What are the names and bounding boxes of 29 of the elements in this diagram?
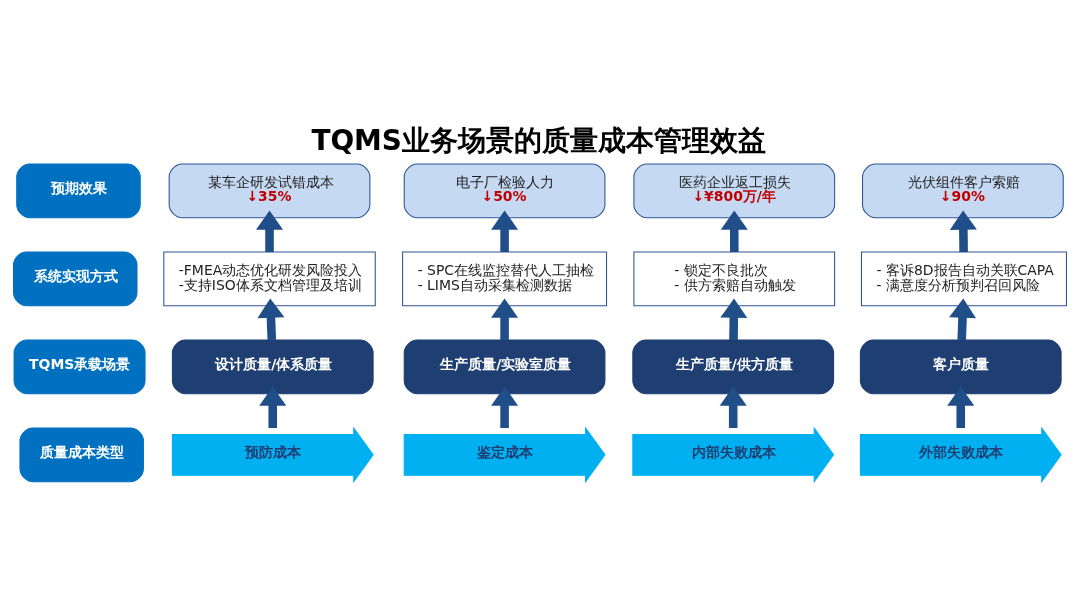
node-box: 光伏组件客户索赔 ↓90%	[862, 162, 1064, 218]
node-box: 某车企研发试错成本 ↓35%	[168, 162, 371, 218]
node-box: 设计质量/体系质量	[171, 339, 374, 394]
node-box: 客户质量	[859, 339, 1062, 394]
arrow	[949, 297, 977, 340]
node-box: 预期效果	[16, 162, 141, 218]
arrow	[719, 385, 747, 428]
node-box: - 客诉8D报告自动关联CAPA - 满意度分析预判召回风险	[860, 251, 1067, 306]
node-box: 系统实现方式	[13, 251, 138, 306]
node-box: 医药企业返工损失 ↓¥800万/年	[633, 162, 836, 218]
node-box: 生产质量/供方质量	[632, 339, 835, 394]
arrow	[720, 297, 748, 340]
arrow	[720, 209, 748, 252]
node-box: 电子厂检验人力 ↓50%	[403, 162, 606, 218]
node-box: - 锁定不良批次 - 供方索赔自动触发	[633, 251, 836, 306]
arrow	[491, 209, 519, 252]
node-box: TQMS承载场景	[13, 339, 146, 394]
node-box: 质量成本类型	[19, 427, 144, 482]
node-box: - SPC在线监控替代人工抽检 - LIMS自动采集检测数据	[402, 251, 608, 306]
arrow	[256, 209, 284, 252]
node-box: 生产质量/实验室质量	[403, 339, 606, 394]
arrow	[491, 297, 519, 340]
arrow	[257, 297, 285, 340]
arrow	[491, 385, 519, 428]
diagram-title: TQMS业务场景的质量成本管理效益	[311, 123, 766, 157]
arrow	[259, 385, 287, 428]
arrow	[949, 209, 977, 252]
node-box: -FMEA动态优化研发风险投入 -支持ISO体系文档管理及培训	[163, 251, 376, 306]
arrow	[947, 385, 975, 428]
